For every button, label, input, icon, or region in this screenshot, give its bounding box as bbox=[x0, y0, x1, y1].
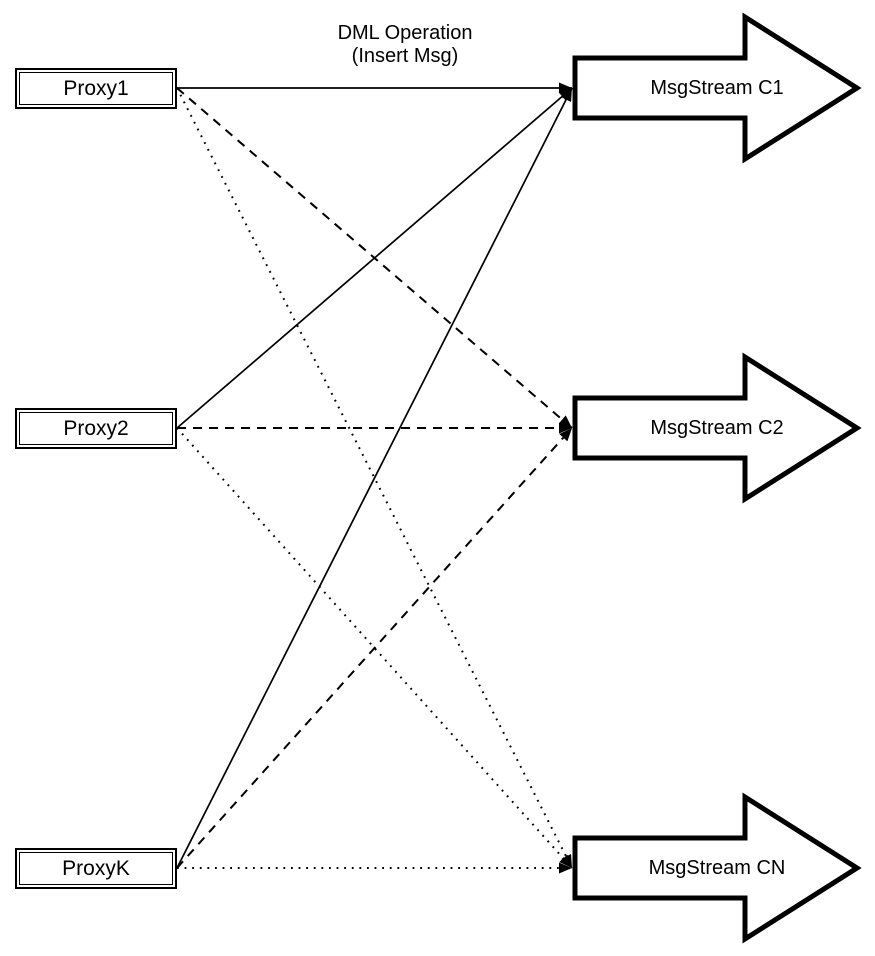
node-inner-frame bbox=[19, 852, 173, 885]
edge-annotation: DML Operation (Insert Msg) bbox=[255, 22, 555, 68]
node-proxyk-label: ProxyK bbox=[62, 856, 130, 880]
node-proxy2-label: Proxy2 bbox=[63, 416, 129, 440]
msgstream-cn-arrow-shape bbox=[572, 792, 862, 944]
edges-layer bbox=[176, 82, 573, 874]
annotation-line-1: DML Operation bbox=[337, 22, 473, 44]
msgstream-c1-arrow-shape bbox=[572, 12, 862, 164]
node-inner-frame bbox=[19, 412, 173, 445]
node-proxyk: ProxyK bbox=[15, 848, 177, 889]
node-inner-frame bbox=[19, 72, 173, 105]
annotation-line-2: (Insert Msg) bbox=[351, 45, 459, 67]
edge-solid-proxy2-to-msgstream-c1 bbox=[176, 87, 573, 429]
node-proxy1-label: Proxy1 bbox=[63, 76, 129, 100]
edge-dotted-proxy1-to-msgstream-cn bbox=[176, 87, 573, 869]
edge-solid-proxyk-to-msgstream-c1 bbox=[176, 87, 573, 869]
msgstream-c2-arrow-shape bbox=[572, 352, 862, 504]
node-proxy1: Proxy1 bbox=[15, 68, 177, 109]
edge-dashed-proxyk-to-msgstream-c2 bbox=[176, 427, 573, 869]
node-proxy2: Proxy2 bbox=[15, 408, 177, 449]
